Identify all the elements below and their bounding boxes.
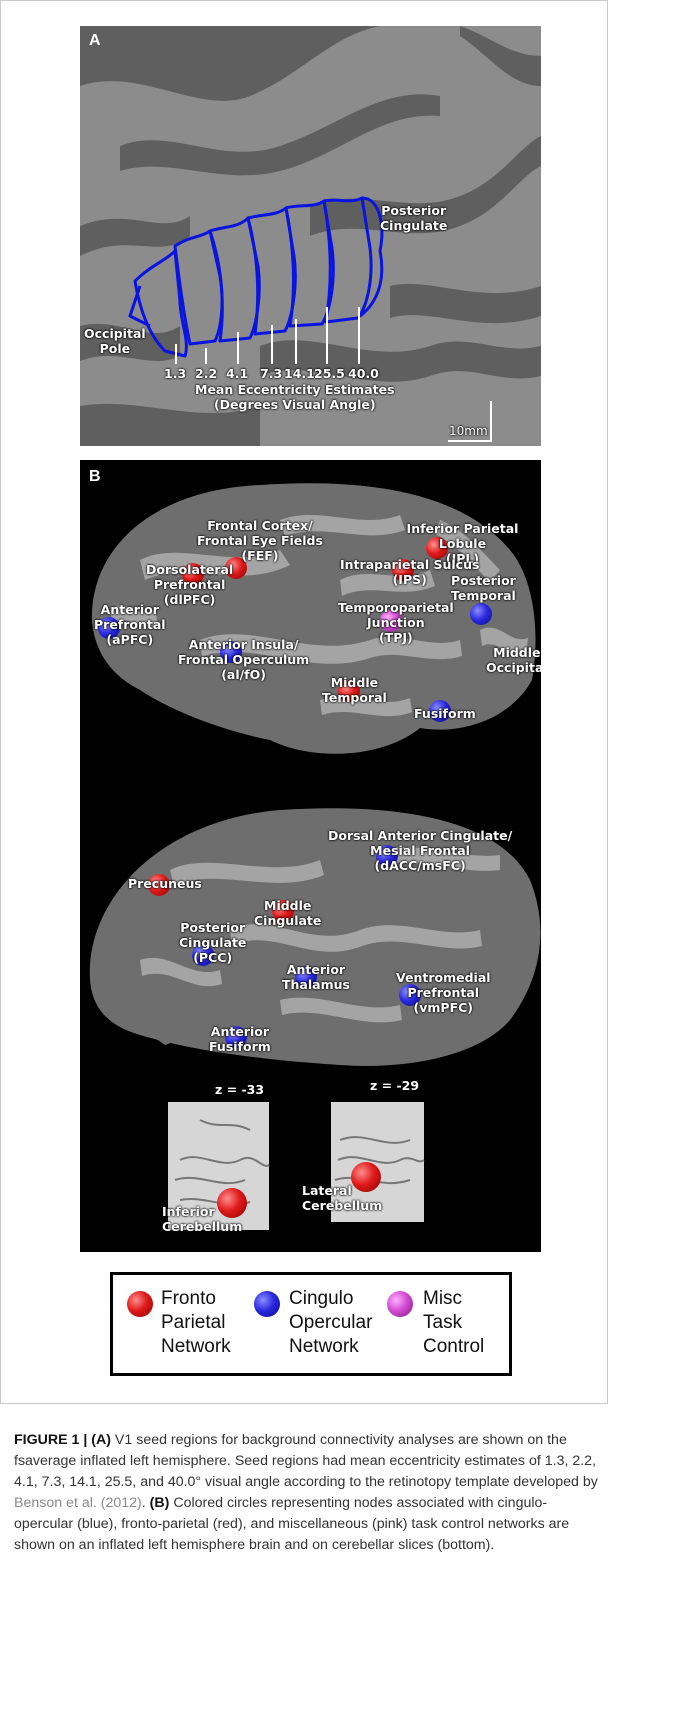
eccentricity-40-0: 40.0 <box>348 366 379 381</box>
slice-right-z: z = -29 <box>370 1078 420 1093</box>
legend-dot-misc-task-control <box>387 1291 413 1317</box>
label-precuneus: Precuneus <box>128 876 202 891</box>
occipital-pole-label: Occipital Pole <box>84 326 146 356</box>
posterior-cingulate-label: Posterior Cingulate <box>380 203 448 233</box>
figure-caption: FIGURE 1 | (A) V1 seed regions for backg… <box>14 1430 598 1556</box>
label-middle-occipital: Middle Occipital <box>486 645 541 675</box>
legend-dot-fronto-parietal <box>127 1291 153 1317</box>
node-dlpfc <box>182 563 204 585</box>
node-apfc <box>98 617 120 639</box>
label-pcc: Posterior Cingulate (PCC) <box>179 920 247 965</box>
label-ips: Intraparietal Sulcus (IPS) <box>340 557 480 587</box>
eccentricity-7-3: 7.3 <box>260 366 283 381</box>
scale-bar-base <box>448 440 492 442</box>
scale-bar-label: 10mm <box>449 424 488 438</box>
inflated-brain-views <box>80 483 541 1230</box>
node-fusiform <box>429 700 451 722</box>
eccentricity-2-2: 2.2 <box>195 366 218 381</box>
node-aifo <box>220 641 242 663</box>
legend-label-misc-task-control: Misc Task Control <box>423 1288 485 1357</box>
label-anterior-thalamus: Anterior Thalamus <box>282 962 350 992</box>
panel-a: A Posterior Cingulate Occipital Pole 1.3… <box>80 26 541 446</box>
label-middle-cingulate: Middle Cingulate <box>254 898 322 928</box>
node-inferior-cerebellum <box>217 1188 247 1218</box>
eccentricity-25-5: 25.5 <box>314 366 345 381</box>
label-ipl: Inferior Parietal Lobule (IPL) <box>406 521 519 566</box>
node-middle-temporal <box>338 680 360 702</box>
node-ips <box>392 559 414 581</box>
legend-label-cingulo-opercular: Cingulo Opercular Network <box>289 1288 373 1357</box>
node-dacc <box>376 845 398 867</box>
network-legend: Fronto Parietal Network Cingulo Opercula… <box>110 1272 512 1376</box>
label-middle-temporal: Middle Temporal <box>322 675 387 705</box>
node-anterior-thalamus <box>295 966 317 988</box>
caption-label-b: (B) <box>149 1495 170 1511</box>
label-tpj: Temporoparietal Junction (TPJ) <box>338 600 454 645</box>
node-tpj <box>380 610 402 632</box>
inflated-hemisphere-closeup <box>80 26 541 446</box>
node-posterior-temporal <box>470 603 492 625</box>
panel-b-letter: B <box>89 468 101 485</box>
caption-part-a-end: . <box>141 1495 150 1511</box>
caption-part-a: V1 seed regions for background connectiv… <box>14 1432 598 1490</box>
node-ipl <box>426 537 448 559</box>
label-anterior-fusiform: Anterior Fusiform <box>209 1024 271 1054</box>
label-dlpfc: Dorsolateral Prefrontal (dlPFC) <box>146 562 234 607</box>
eccentricity-14-1: 14.1 <box>284 366 315 381</box>
label-fef: Frontal Cortex/ Frontal Eye Fields (FEF) <box>197 518 323 563</box>
label-apfc: Anterior Prefrontal (aPFC) <box>94 602 166 647</box>
node-vmpfc <box>399 984 421 1006</box>
caption-part-b: Colored circles representing nodes assoc… <box>14 1495 570 1553</box>
label-vmpfc: Ventromedial Prefrontal (vmPFC) <box>396 970 491 1015</box>
eccentricity-axis-title: Mean Eccentricity Estimates (Degrees Vis… <box>195 382 395 412</box>
label-fusiform: Fusiform <box>414 706 476 721</box>
scale-bar <box>490 401 492 441</box>
panel-b: B Frontal Cortex/ Frontal Eye Fields (FE… <box>80 460 541 1252</box>
panel-a-letter: A <box>89 32 101 49</box>
node-precuneus <box>148 874 170 896</box>
node-lateral-cerebellum <box>351 1162 381 1192</box>
legend-label-fronto-parietal: Fronto Parietal Network <box>161 1288 231 1357</box>
label-posterior-temporal: Posterior Temporal <box>451 573 516 603</box>
label-dacc: Dorsal Anterior Cingulate/ Mesial Fronta… <box>328 828 513 873</box>
label-lateral-cerebellum: Lateral Cerebellum <box>302 1183 383 1213</box>
node-fef <box>225 557 247 579</box>
legend-dot-cingulo-opercular <box>254 1291 280 1317</box>
node-anterior-fusiform <box>225 1026 247 1048</box>
node-pcc <box>192 944 214 966</box>
node-middle-cingulate <box>272 900 294 922</box>
caption-figure-label: FIGURE 1 | (A) <box>14 1432 111 1448</box>
label-aifo: Anterior Insula/ Frontal Operculum (al/f… <box>178 637 310 682</box>
slice-left-z: z = -33 <box>215 1082 265 1097</box>
eccentricity-4-1: 4.1 <box>226 366 249 381</box>
caption-reference-link[interactable]: Benson et al. (2012) <box>14 1495 142 1511</box>
eccentricity-1-3: 1.3 <box>164 366 187 381</box>
label-inferior-cerebellum: Inferior Cerebellum <box>162 1204 243 1234</box>
